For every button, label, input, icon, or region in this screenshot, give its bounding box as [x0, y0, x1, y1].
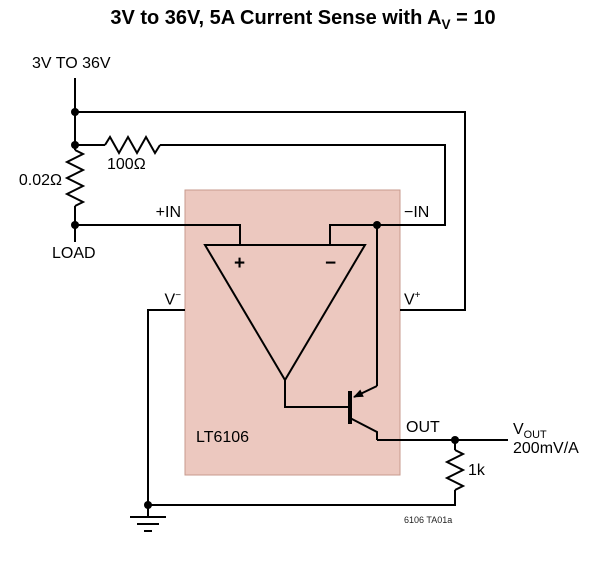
base-wire: [284, 380, 350, 408]
output-resistor-label: 1k: [468, 462, 485, 479]
pin-label-out: OUT: [406, 419, 440, 436]
circuit-title-subscript: V: [441, 17, 451, 32]
opamp-minus-sign: −: [325, 253, 337, 274]
circuit-title-tail: = 10: [450, 7, 496, 29]
sense-resistor-label: 0.02Ω: [18, 172, 62, 189]
output-resistor: [444, 449, 466, 491]
figure-number-label: 6106 TA01a: [404, 515, 453, 525]
vout-sub: OUT: [523, 429, 547, 442]
opamp-plus-sign: +: [234, 253, 246, 274]
chip-name-label: LT6106: [196, 429, 250, 446]
ic-body: [184, 189, 401, 476]
plus-in-wire: [75, 224, 241, 245]
junction-dot: [71, 141, 79, 149]
junction-dot: [373, 221, 381, 229]
input-resistor-label: 100Ω: [107, 156, 146, 173]
v-plus-wire: [75, 111, 466, 311]
ground-rail: [148, 490, 456, 506]
v-minus-base: V: [164, 291, 176, 309]
sense-resistor: [64, 149, 86, 207]
pin-label-minus-in: −IN: [404, 204, 430, 221]
opamp-triangle: [203, 244, 367, 382]
junction-dot: [451, 436, 459, 444]
wires: [64, 78, 508, 532]
output-scale-label: 200mV/A: [513, 440, 579, 457]
input-resistor: [104, 134, 161, 156]
ground-icon: [130, 516, 166, 532]
vout-base: V: [513, 421, 524, 438]
junction-dots: [71, 108, 459, 509]
pin-label-v-plus: V+: [404, 290, 421, 309]
v-minus-wire: [147, 309, 185, 517]
junction-dot: [144, 501, 152, 509]
output-voltage-label: VOUT: [513, 421, 547, 442]
junction-dot: [71, 108, 79, 116]
pin-label-plus-in: +IN: [155, 204, 181, 221]
circuit-title: 3V to 36V, 5A Current Sense with AV = 10: [0, 7, 606, 32]
v-minus-sup: −: [175, 290, 181, 301]
transistor-collector: [349, 417, 378, 440]
transistor-emitter: [353, 385, 378, 398]
circuit-title-text: 3V to 36V, 5A Current Sense with A: [110, 7, 442, 29]
v-plus-sup: +: [414, 290, 421, 301]
load-label: LOAD: [52, 245, 96, 262]
supply-voltage-label: 3V TO 36V: [32, 55, 111, 72]
minus-in-wire: [160, 144, 446, 245]
junction-dot: [71, 221, 79, 229]
v-plus-base: V: [404, 291, 415, 309]
pin-label-v-minus: V−: [150, 290, 181, 309]
